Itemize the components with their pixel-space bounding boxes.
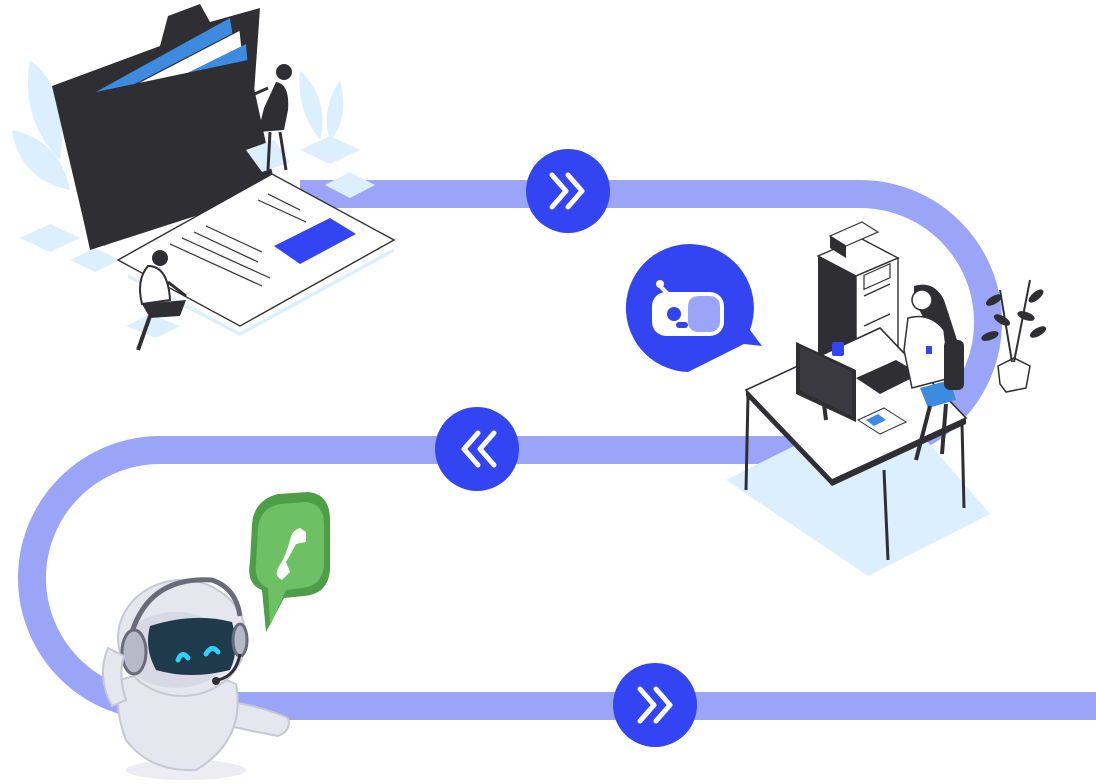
double-chevron-right-icon (637, 686, 673, 724)
chatbot-logo-icon (625, 244, 762, 372)
double-chevron-right-icon (549, 172, 585, 210)
woman-figure-icon (246, 64, 292, 172)
man-figure-icon (126, 250, 187, 351)
plant-icon (981, 279, 1047, 393)
arrow-badge-top (526, 149, 610, 233)
document-folder-icon (12, 4, 396, 351)
double-chevron-left-icon (461, 430, 497, 468)
leaf-decoration-icon (12, 60, 344, 190)
arrow-badge-middle (435, 407, 519, 491)
woman-at-desk-icon (903, 284, 964, 461)
robot-agent-icon (101, 577, 290, 780)
office-desk-icon (726, 221, 1047, 576)
phone-call-icon (249, 492, 330, 632)
arrow-badge-bottom (613, 663, 697, 747)
